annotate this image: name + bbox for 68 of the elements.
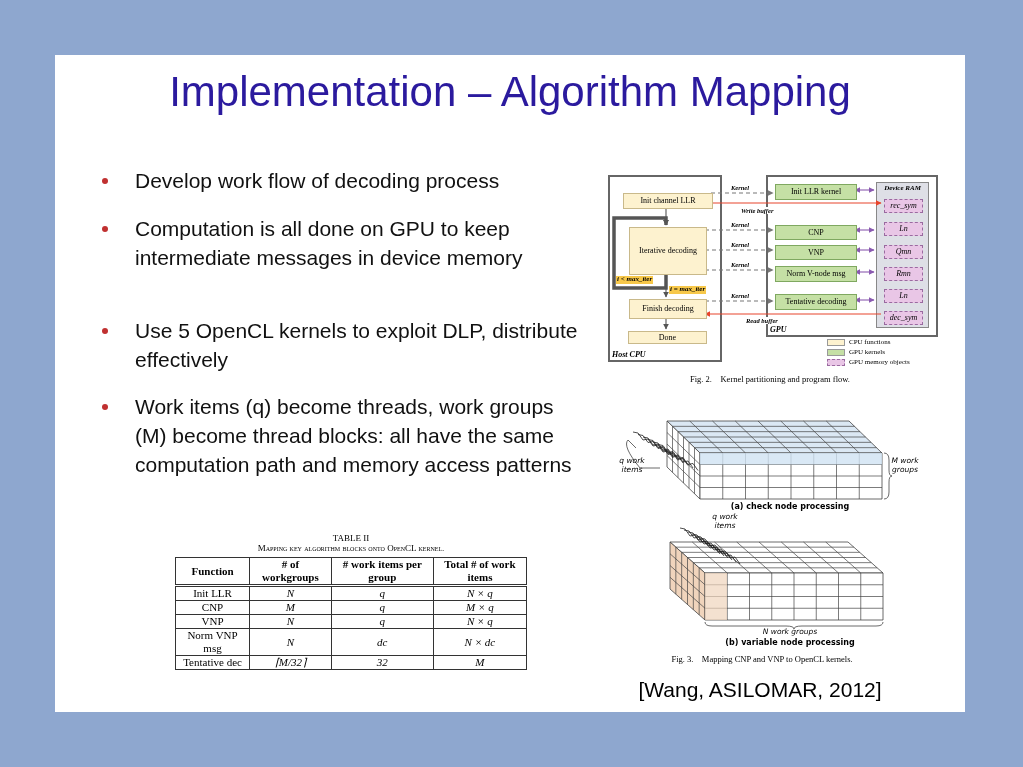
- table-cell: N: [249, 614, 332, 629]
- function-box: Finish decoding: [629, 299, 707, 319]
- group-title: GPU: [770, 325, 787, 334]
- function-box: Iterative decoding: [629, 227, 707, 275]
- table-cell: M × q: [433, 600, 527, 615]
- group-frame: [608, 175, 722, 362]
- table-cell: q: [331, 614, 434, 629]
- bullet-text: Develop work flow of decoding process: [135, 168, 501, 194]
- arrow: [704, 247, 774, 253]
- header-cell: # of workgroups: [249, 557, 332, 586]
- arrow: [704, 267, 774, 273]
- kernel-box: VNP: [775, 245, 857, 260]
- table-cell: Norm VNP msg: [175, 628, 250, 656]
- function-box: Init channel LLR: [623, 193, 713, 209]
- table-cell: VNP: [175, 614, 250, 629]
- subfigure-caption: (a) check node processing: [729, 502, 851, 511]
- table-cell: dc: [331, 628, 434, 656]
- memory-object-box: dec_sym: [884, 311, 923, 325]
- table-cell: N: [249, 628, 332, 656]
- table-cell: CNP: [175, 600, 250, 615]
- header-cell: Function: [175, 557, 250, 586]
- arrow: [704, 298, 774, 304]
- memory-object-box: Rmn: [884, 267, 923, 281]
- arrow: [704, 227, 774, 233]
- table-cell: M: [433, 655, 527, 670]
- table-cell: ⌈M/32⌉: [249, 655, 332, 670]
- subfigure-caption: (b) variable node processing: [724, 638, 856, 647]
- group-title: Host CPU: [612, 350, 646, 359]
- kernel-box: Init LLR kernel: [775, 184, 857, 200]
- arrow: [704, 311, 882, 317]
- table-cell: N × dc: [433, 628, 527, 656]
- memory-panel: [876, 182, 929, 328]
- table-cell: Tentative dec: [175, 655, 250, 670]
- table-cell: q: [331, 600, 434, 615]
- arrow: [854, 247, 875, 253]
- slide-title: Implementation – Algorithm Mapping: [168, 68, 852, 116]
- arrow: [663, 316, 669, 330]
- arrow: [854, 297, 875, 303]
- citation: [Wang, ASILOMAR, 2012]: [637, 678, 883, 702]
- kernel-box: Norm V-node msg: [775, 266, 857, 282]
- arrow: [854, 227, 875, 233]
- memory-object-box: Ln: [884, 289, 923, 303]
- table-cell: 32: [331, 655, 434, 670]
- bullet-text: Use 5 OpenCL kernels to exploit DLP, distribute effectively: [135, 318, 579, 373]
- table-title: TABLE II: [331, 533, 371, 543]
- arrow: [710, 190, 774, 196]
- table-cell: q: [331, 585, 434, 601]
- arrow: [710, 200, 882, 206]
- table-cell: N: [249, 585, 332, 601]
- kernel-box: Tentative decoding: [775, 294, 857, 310]
- table-caption: Mapping key algorithm blocks onto OpenCL kernel.: [256, 543, 446, 553]
- table-cell: M: [249, 600, 332, 615]
- header-cell: Total # of work items: [433, 557, 527, 586]
- figure-caption: Fig. 3. Mapping CNP and VNP to OpenCL kernels.: [670, 654, 854, 664]
- bullet-text: Work items (q) become threads, work groups (M) become thread blocks: all have the same computation path and memory access patterns: [135, 394, 573, 478]
- figure-caption: Fig. 2. Kernel partitioning and program flow.: [689, 374, 851, 384]
- memory-object-box: Qmn: [884, 245, 923, 259]
- table-cell: N × q: [433, 614, 527, 629]
- table-cell: N × q: [433, 585, 527, 601]
- arrow: [854, 269, 875, 275]
- arrow: [854, 187, 875, 193]
- memory-object-box: rec_sym: [884, 199, 923, 213]
- function-box: Done: [628, 331, 707, 344]
- kernel-box: CNP: [775, 225, 857, 240]
- arrow: [612, 216, 669, 290]
- table-cell: Init LLR: [175, 585, 250, 601]
- bullet-text: Computation is all done on GPU to keep intermediate messages in device memory: [135, 216, 524, 271]
- memory-object-box: Ln: [884, 222, 923, 236]
